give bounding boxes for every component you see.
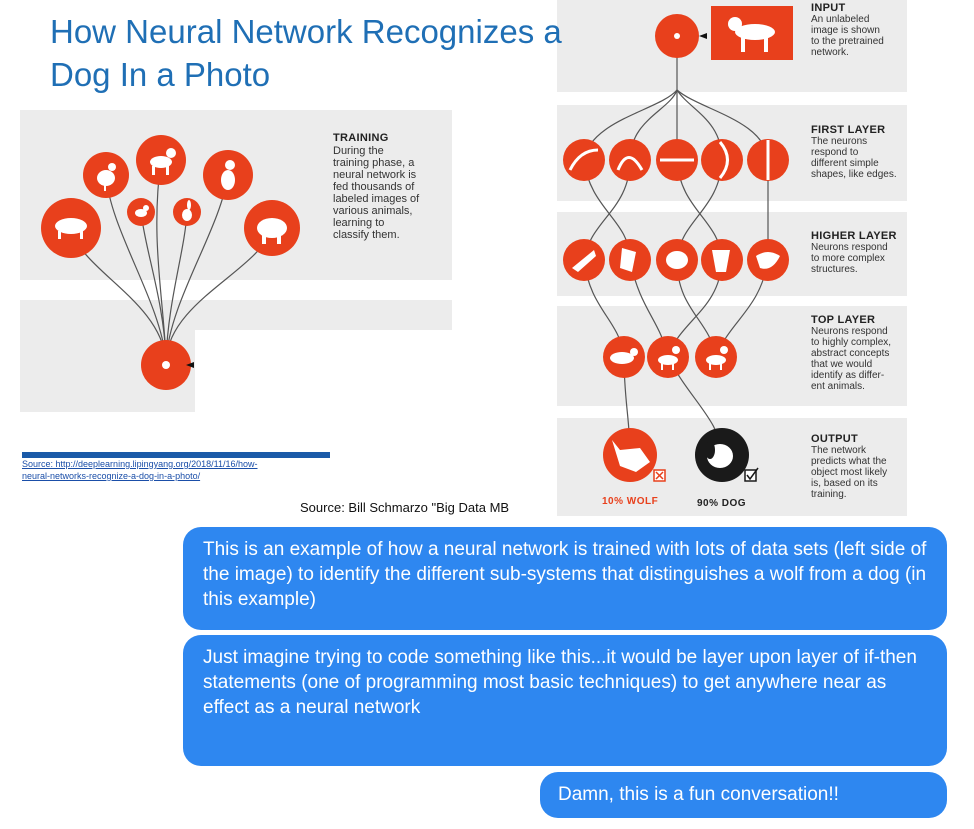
top-layer-text-line: ent animals. (811, 381, 865, 392)
first-layer-text-line: respond to (811, 147, 859, 158)
message-bubble[interactable]: This is an example of how a neural netwo… (183, 527, 947, 630)
training-text-line: various animals, (333, 205, 413, 217)
top-layer-text-line: to highly complex, (811, 337, 892, 348)
training-text-line: training phase, a (333, 157, 415, 169)
source-credit: Source: Bill Schmarzo "Big Data MB (300, 500, 510, 515)
slide-title-line2: Dog In a Photo (50, 56, 271, 93)
training-output-arrow (186, 362, 194, 368)
input-text-line: An unlabeled (811, 14, 870, 25)
output-text-line: predicts what the (811, 456, 887, 467)
higher-layer-text-line: Neurons respond (811, 242, 888, 253)
output-label: OUTPUT The network predicts what the obj… (811, 433, 906, 500)
dog-checkbox (744, 469, 757, 482)
dog-percentage: 90% DOG (697, 498, 747, 509)
training-text-line: labeled images of (333, 193, 420, 205)
training-title: TRAINING (333, 132, 389, 144)
higher-layer-title: HIGHER LAYER (811, 230, 897, 242)
training-text-line: neural network is (333, 169, 417, 181)
training-animal-silhouettes (55, 148, 287, 369)
first-layer-text-line: different simple (811, 158, 879, 169)
higher-layer-text-line: structures. (811, 264, 858, 275)
training-base-panel-ext (20, 300, 452, 330)
first-layer-title: FIRST LAYER (811, 124, 886, 136)
input-text-line: network. (811, 47, 849, 58)
input-text-line: image is shown (811, 25, 880, 36)
message-text: Just imagine trying to code something li… (203, 647, 917, 718)
input-text-line: to the pretrained (811, 36, 884, 47)
slide-title: How Neural Network Recognizes a Dog In a… (50, 10, 650, 96)
message-text: This is an example of how a neural netwo… (203, 539, 927, 610)
first-layer-text-line: The neurons (811, 136, 868, 147)
training-text-line: learning to (333, 217, 385, 229)
training-label: TRAINING During the training phase, a ne… (333, 132, 453, 241)
top-layer-title: TOP LAYER (811, 314, 876, 326)
training-text-line: During the (333, 145, 384, 157)
output-text-line: The network (811, 445, 867, 456)
source-url-line[interactable]: neural-networks-recognize-a-dog-in-a-pho… (22, 471, 201, 481)
output-title: OUTPUT (811, 433, 859, 445)
first-layer-neurons (563, 139, 789, 181)
message-bubble[interactable]: Just imagine trying to code something li… (183, 635, 947, 766)
first-layer-label: FIRST LAYER The neurons respond to diffe… (811, 124, 906, 180)
source-url-link[interactable]: Source: http://deeplearning.lipingyang.o… (22, 458, 342, 482)
message-bubble[interactable]: Damn, this is a fun conversation!! (540, 772, 947, 818)
input-title: INPUT (811, 2, 846, 14)
training-animals (41, 135, 300, 390)
first-layer-text-line: shapes, like edges. (811, 169, 897, 180)
higher-layer-text-line: to more complex (811, 253, 885, 264)
source-highlight-bar (22, 452, 330, 458)
top-layer-text-line: abstract concepts (811, 348, 890, 359)
output-text-line: training. (811, 489, 847, 500)
wolf-percentage: 10% WOLF (602, 496, 659, 507)
message-text: Damn, this is a fun conversation!! (558, 784, 839, 805)
training-text-line: fed thousands of (333, 181, 415, 193)
training-text-line: classify them. (333, 229, 400, 241)
output-text-line: is, based on its (811, 478, 878, 489)
output-text-line: object most likely (811, 467, 888, 478)
top-layer-text-line: that we would (811, 359, 873, 370)
input-label: INPUT An unlabeled image is shown to the… (811, 2, 906, 58)
source-url-line[interactable]: Source: http://deeplearning.lipingyang.o… (22, 459, 258, 469)
top-layer-text-line: identify as differ- (811, 370, 885, 381)
top-layer-label: TOP LAYER Neurons respond to highly comp… (811, 314, 906, 392)
slide-title-line1: How Neural Network Recognizes a (50, 13, 562, 50)
top-layer-text-line: Neurons respond (811, 326, 888, 337)
higher-layer-label: HIGHER LAYER Neurons respond to more com… (811, 230, 906, 275)
